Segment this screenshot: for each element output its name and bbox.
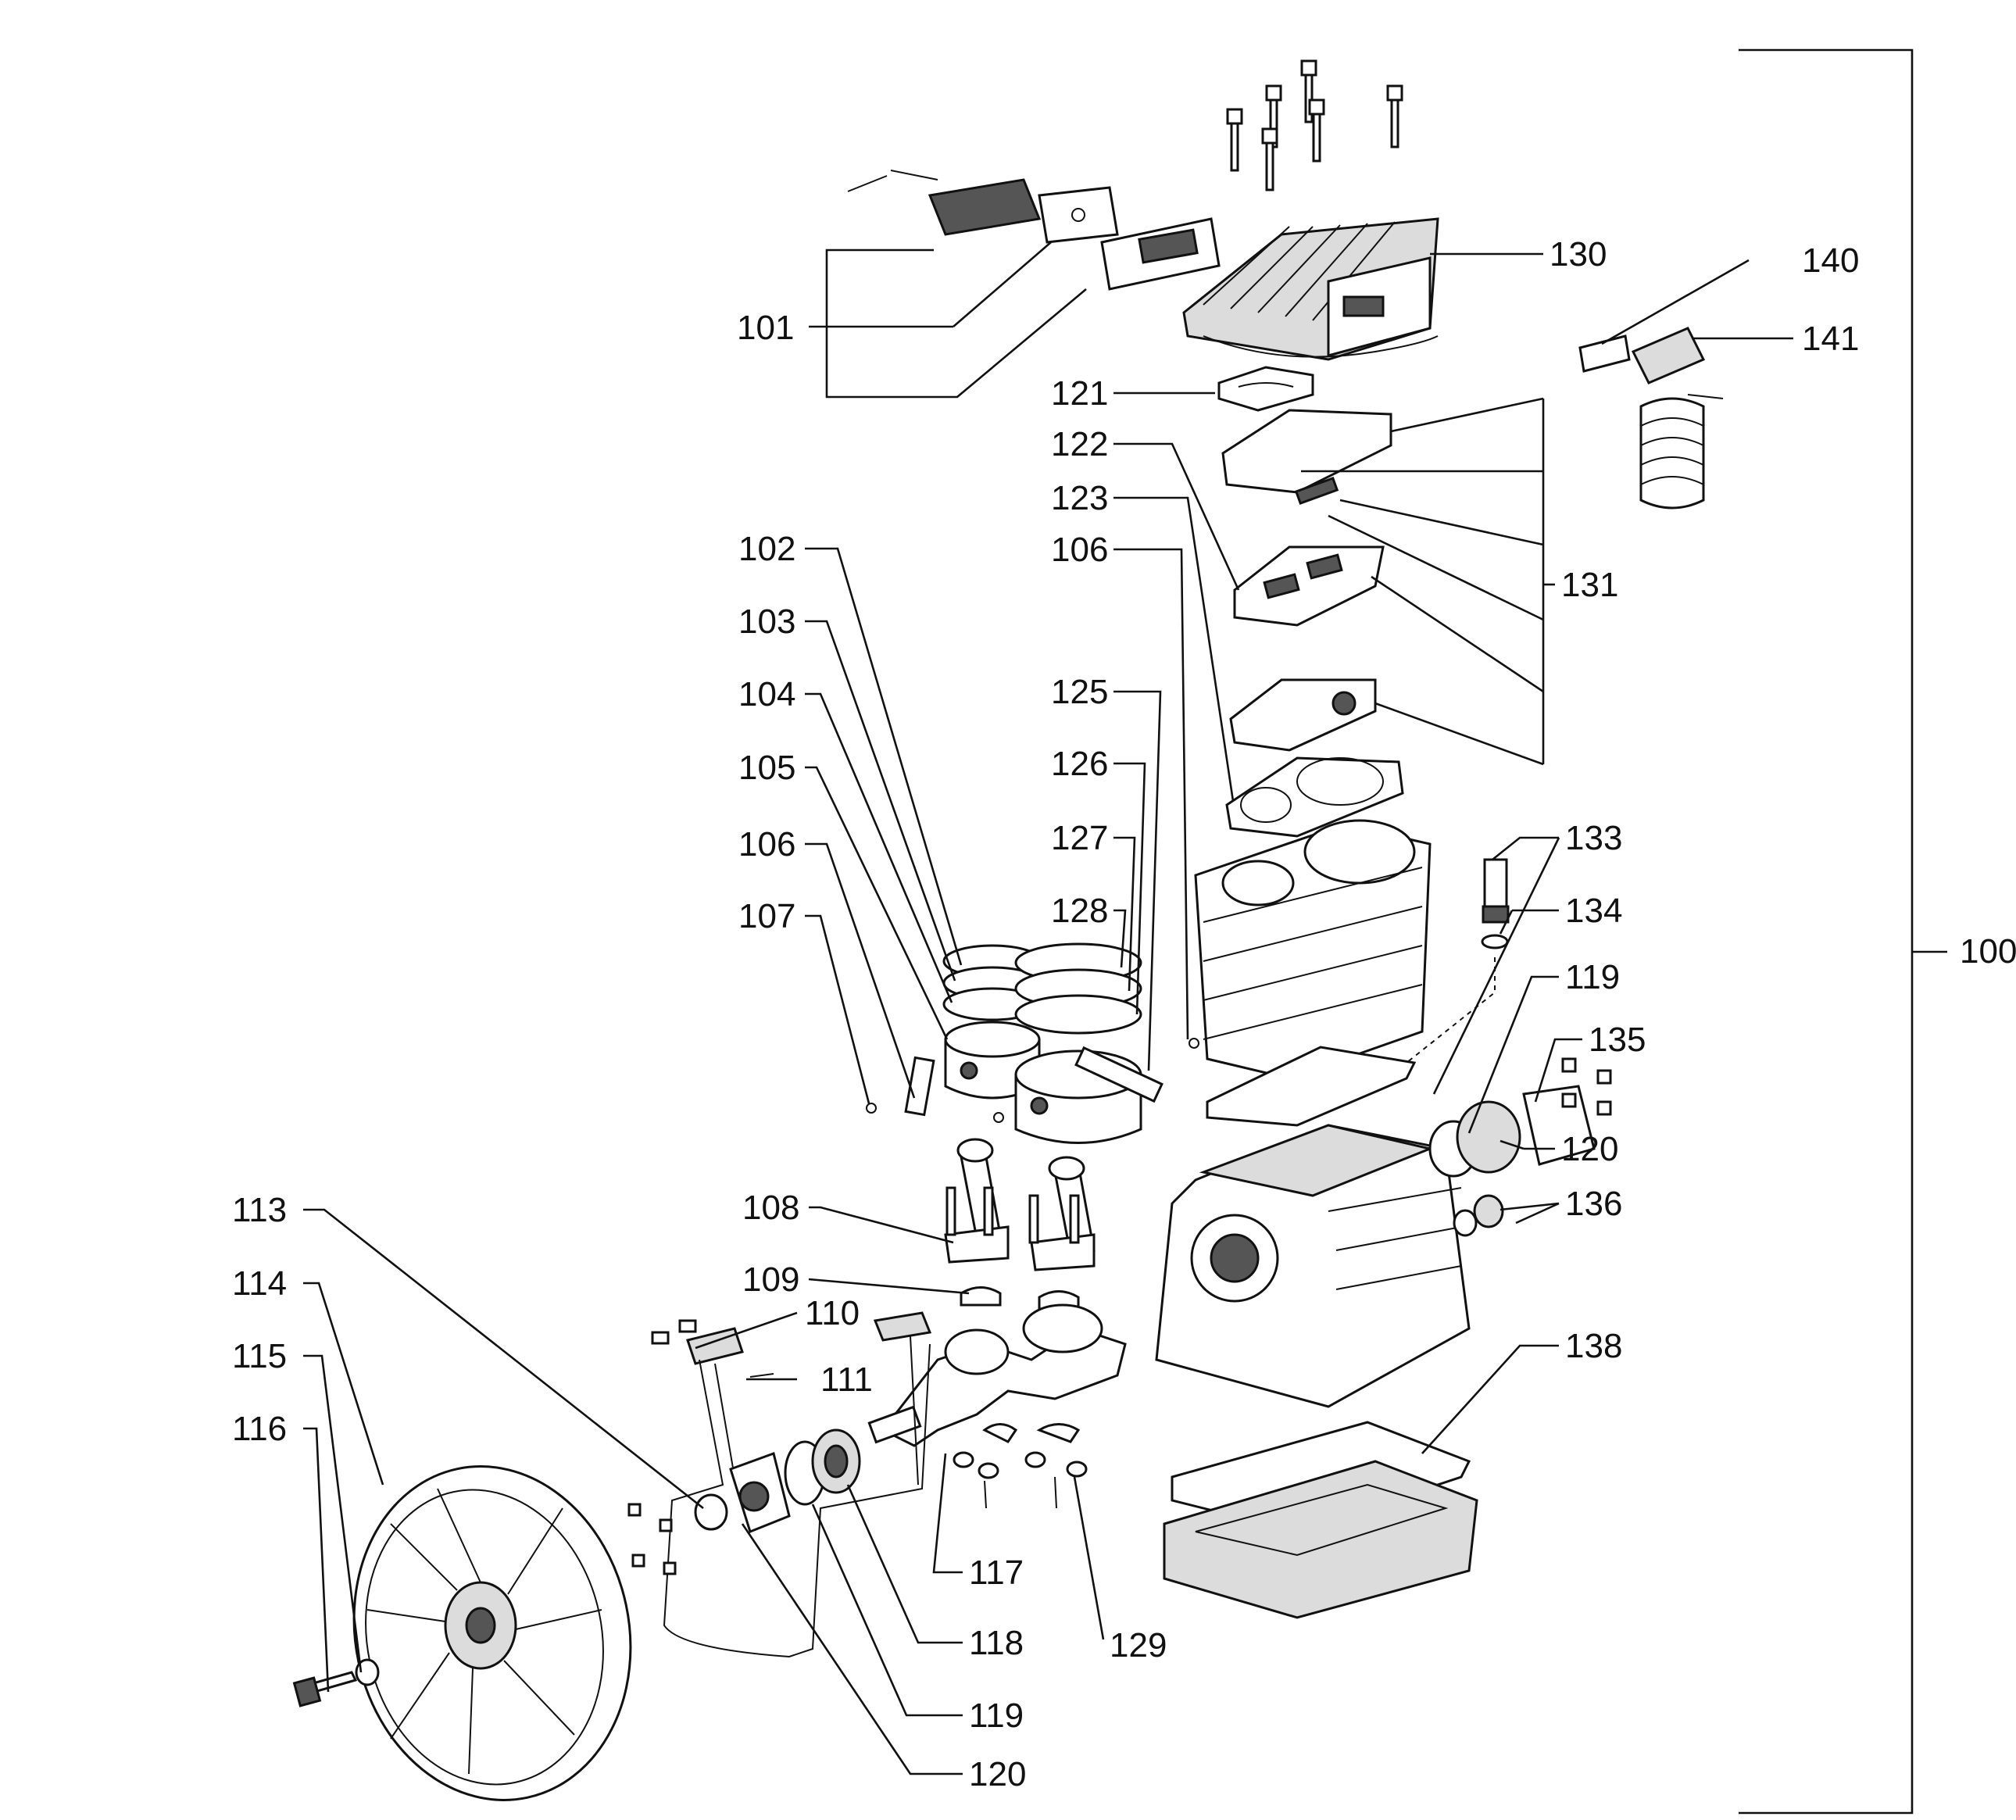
callout-103: 103 bbox=[738, 602, 795, 641]
callout-140: 140 bbox=[1802, 241, 1859, 280]
callout-136: 136 bbox=[1565, 1185, 1622, 1223]
callout-109: 109 bbox=[742, 1260, 799, 1299]
callout-135: 135 bbox=[1589, 1021, 1646, 1059]
callout-141: 141 bbox=[1802, 320, 1859, 358]
callout-117: 117 bbox=[969, 1554, 1024, 1592]
callout-110: 110 bbox=[805, 1294, 860, 1332]
head-bolts bbox=[1226, 59, 1403, 191]
callout-120-left: 120 bbox=[969, 1755, 1026, 1793]
callout-119-left: 119 bbox=[969, 1697, 1024, 1735]
callout-128: 128 bbox=[1051, 892, 1108, 930]
rod-cap-fasteners bbox=[953, 1423, 1088, 1509]
crankcase bbox=[1155, 1124, 1471, 1408]
intercooler bbox=[1578, 327, 1724, 510]
base-cover bbox=[1163, 1421, 1478, 1619]
callout-106-left: 106 bbox=[738, 825, 795, 864]
flywheel-bolt bbox=[292, 1658, 380, 1707]
callout-129: 129 bbox=[1110, 1626, 1167, 1664]
callout-133: 133 bbox=[1565, 819, 1622, 857]
callout-126: 126 bbox=[1051, 745, 1108, 783]
flywheel bbox=[352, 1465, 632, 1801]
callout-105: 105 bbox=[738, 749, 795, 787]
callout-131: 131 bbox=[1561, 566, 1618, 604]
callout-labels: 100 101 102 103 104 105 106 107 106 125 … bbox=[232, 235, 2016, 1793]
callout-127: 127 bbox=[1051, 819, 1108, 857]
side-bearing-cover bbox=[1428, 1057, 1612, 1178]
oil-plug bbox=[1453, 1194, 1504, 1237]
cylinder-gasket bbox=[1225, 756, 1404, 838]
cylinder-head bbox=[1182, 217, 1439, 361]
callout-106-right: 106 bbox=[1051, 531, 1108, 569]
callout-116: 116 bbox=[232, 1410, 287, 1448]
callout-119-right: 119 bbox=[1565, 958, 1620, 996]
callout-107: 107 bbox=[738, 897, 795, 935]
callout-101: 101 bbox=[737, 309, 794, 347]
main-bearing-assembly bbox=[627, 1428, 861, 1575]
callout-113: 113 bbox=[232, 1191, 287, 1229]
callout-100: 100 bbox=[1960, 932, 2016, 971]
callout-104: 104 bbox=[738, 675, 795, 713]
callout-125: 125 bbox=[1051, 673, 1108, 711]
callout-114: 114 bbox=[232, 1264, 287, 1303]
callout-134: 134 bbox=[1565, 892, 1622, 930]
leader-lines bbox=[303, 241, 1793, 1775]
callout-130: 130 bbox=[1550, 235, 1607, 274]
callout-138: 138 bbox=[1565, 1327, 1622, 1365]
callout-102: 102 bbox=[738, 530, 795, 568]
callout-115: 115 bbox=[232, 1337, 287, 1375]
callout-121: 121 bbox=[1051, 374, 1108, 413]
breather bbox=[1406, 858, 1510, 1064]
callout-118: 118 bbox=[969, 1624, 1024, 1662]
assembly-bracket bbox=[1739, 48, 1947, 1815]
callout-123: 123 bbox=[1051, 479, 1108, 517]
callout-111: 111 bbox=[820, 1361, 873, 1399]
air-filter-assembly bbox=[847, 170, 1221, 291]
block-base-gasket bbox=[1206, 1046, 1417, 1127]
callout-122: 122 bbox=[1051, 425, 1108, 463]
crankshaft bbox=[867, 1303, 1127, 1447]
cylinder-block bbox=[1194, 819, 1432, 1080]
callout-120-right: 120 bbox=[1561, 1130, 1618, 1168]
valve-plate-group bbox=[1217, 366, 1392, 752]
large-piston-set bbox=[993, 942, 1199, 1144]
connecting-rods bbox=[944, 1138, 1096, 1310]
callout-108: 108 bbox=[742, 1189, 799, 1227]
